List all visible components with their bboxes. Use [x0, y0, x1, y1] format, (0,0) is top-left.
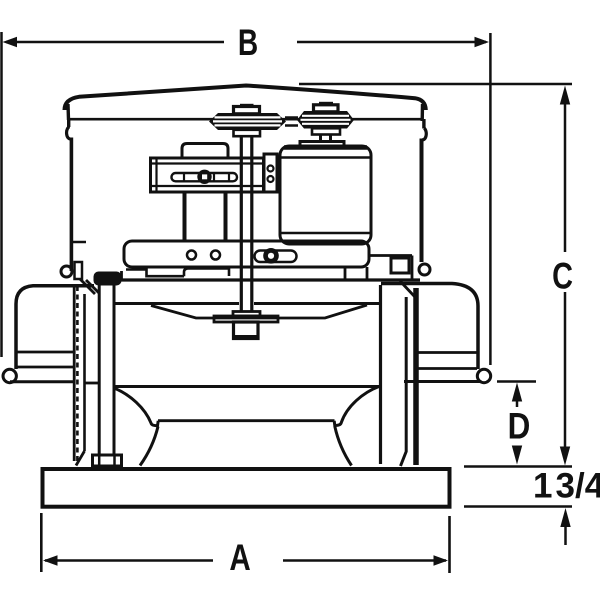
svg-text:D: D [508, 406, 531, 447]
svg-text:13/4: 13/4 [533, 467, 600, 506]
svg-text:A: A [229, 538, 250, 579]
svg-text:B: B [238, 21, 258, 63]
svg-text:C: C [552, 256, 573, 297]
